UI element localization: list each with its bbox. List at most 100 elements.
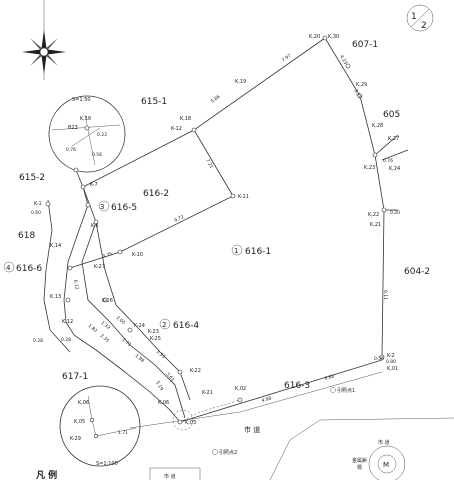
dist-top: 7.97 xyxy=(281,53,293,64)
dist-mid3: 3.75 xyxy=(102,251,114,260)
legend-title: 凡 例 xyxy=(35,469,57,480)
pt-k21b: K-21 xyxy=(202,390,213,396)
pt-k30: K,30 xyxy=(328,34,339,40)
parcel-616-4: 616-4 xyxy=(173,321,199,331)
dist-bottom1: 4.98 xyxy=(261,396,272,404)
pt-k2: K-2 xyxy=(387,353,395,359)
pt-k22: K,22 xyxy=(368,212,379,218)
inset-k05: K,05 xyxy=(74,419,85,425)
parcel-616-1: 616-1 xyxy=(245,247,271,257)
svg-text:引照点1: 引照点1 xyxy=(337,387,355,394)
detail-inset-bottom: S=1:100 K,06 K,05 K-29 1.71 xyxy=(59,385,141,467)
pt-k06: K,06 xyxy=(158,400,169,406)
pt-k22b: K-22 xyxy=(190,368,201,374)
inset-dist: 1.71 xyxy=(118,430,128,436)
svg-text:4: 4 xyxy=(6,264,11,272)
pt-k13: K,13 xyxy=(50,294,61,300)
dist-g: 6.12 xyxy=(72,279,80,290)
parcel-616-2: 616-2 xyxy=(143,189,169,199)
inset-k06: K,06 xyxy=(78,400,89,406)
svg-text:0.76: 0.76 xyxy=(66,147,76,153)
dist-e: 5.19 xyxy=(154,380,164,392)
pt-k7: K-7 xyxy=(90,182,98,188)
scale-label-bottom: S=1:100 xyxy=(96,461,118,467)
dist-i: 1.98 xyxy=(134,353,146,364)
dist-right1: 4.23 xyxy=(338,54,348,66)
pt-k03: K,03 xyxy=(185,420,196,426)
distance-labels: 7.97 4.23 5.66 9.72 3.75 7.21 9.11 4.98 … xyxy=(31,53,400,404)
dist-m: 0.56 xyxy=(374,356,384,362)
control-point-2: 引照点2 xyxy=(212,449,237,456)
dist-k18-k11: 7.21 xyxy=(204,158,214,170)
pt-k6: K-6 xyxy=(91,223,99,229)
pt-k26: K-26 xyxy=(102,298,113,304)
pt-k27: K,27 xyxy=(388,136,399,142)
parcel-615-2: 615-2 xyxy=(19,173,45,183)
pt-k12b: K,12 xyxy=(62,319,73,325)
road-label: 市 道 xyxy=(244,425,260,434)
dist-r2: 3.23 xyxy=(352,88,362,100)
parcel-617-1: 617-1 xyxy=(62,372,88,382)
svg-text:3: 3 xyxy=(100,203,104,211)
pt-k28: K,28 xyxy=(372,123,383,129)
dist-h: 2.35 xyxy=(99,333,111,344)
dist-k: 0.28 xyxy=(61,337,71,343)
pt-k1: K-1 xyxy=(34,201,42,207)
point-labels: K,20 K,30 K,29 K,28 K,27 K,23 K,24 K,22 … xyxy=(34,34,400,426)
svg-text:1: 1 xyxy=(234,247,238,255)
svg-text:2: 2 xyxy=(162,321,166,329)
dist-side4: 0.80 xyxy=(386,359,396,365)
pt-k24: K,24 xyxy=(389,166,400,172)
pt-k24b: K-24 xyxy=(134,323,145,329)
svg-text:0.56: 0.56 xyxy=(92,152,102,158)
parcel-616-6: 616-6 xyxy=(16,264,42,274)
dist-side: 0.20 xyxy=(390,210,400,216)
pt-k01: K,01 xyxy=(387,366,398,372)
pt-k10: K-10 xyxy=(132,252,143,258)
road-label-3: 市 道 xyxy=(378,439,390,446)
parcel-616-4-group: 2 616-4 xyxy=(159,318,199,331)
north-arrow-icon xyxy=(22,0,66,80)
svg-text:B23: B23 xyxy=(68,125,78,131)
scale-label-top: S=1:50 xyxy=(72,97,91,103)
dist-d: 3.61 xyxy=(164,371,175,383)
pt-k23: K,23 xyxy=(364,165,375,171)
svg-text:0.23: 0.23 xyxy=(97,132,107,138)
pt-k27b: K-27 xyxy=(94,264,105,270)
sheet-index: 1 xyxy=(411,12,417,22)
pt-k29: K,29 xyxy=(356,82,367,88)
dashed-lines xyxy=(172,399,241,431)
dist-j: 1.32 xyxy=(100,320,112,331)
parcel-616-1-group: 1 616-1 xyxy=(231,244,271,257)
road-label-2: 市 道 xyxy=(164,473,176,480)
inset-point-k16: K,16 xyxy=(80,116,91,122)
svg-text:引照点2: 引照点2 xyxy=(219,449,237,456)
dist-c: 2.71 xyxy=(121,337,133,348)
control-point-1: 引照点1 xyxy=(330,387,355,394)
dist-mid1: 5.66 xyxy=(210,94,222,105)
dist-side2: 0.60 xyxy=(31,210,41,216)
parcel-605: 605 xyxy=(383,110,400,120)
parcel-616-5-group: 3 616-5 xyxy=(98,200,137,213)
parcel-616-3: 616-3 xyxy=(284,381,310,391)
pt-k19: K,19 xyxy=(235,79,246,85)
dist-a: 2.00 xyxy=(115,315,127,326)
survey-stakes xyxy=(45,35,387,425)
parcel-616-6-group: 4 616-6 xyxy=(3,261,42,274)
detail-inset-top: S=1:50 K,16 B23 0.76 0.56 0.23 xyxy=(48,95,126,173)
pt-k21: K,21 xyxy=(370,222,381,228)
pt-k20: K,20 xyxy=(309,34,320,40)
parcel-labels: 607-1 615-1 605 615-2 616-2 3 616-5 618 … xyxy=(3,40,430,391)
pt-k02: K,02 xyxy=(235,386,246,392)
parcel-616-5: 616-5 xyxy=(111,203,137,213)
pt-k11: K-11 xyxy=(238,194,249,200)
parcel-607-1: 607-1 xyxy=(352,40,378,50)
dist-b: 3.33 xyxy=(155,349,167,360)
parcel-618: 618 xyxy=(18,231,35,241)
dist-side3: 0.28 xyxy=(33,338,43,344)
inset-k29: K-29 xyxy=(70,436,81,442)
legend-m-icon: M xyxy=(383,461,389,469)
parcel-604-2: 604-2 xyxy=(404,267,430,277)
sheet-number: 1 2 xyxy=(406,4,434,32)
